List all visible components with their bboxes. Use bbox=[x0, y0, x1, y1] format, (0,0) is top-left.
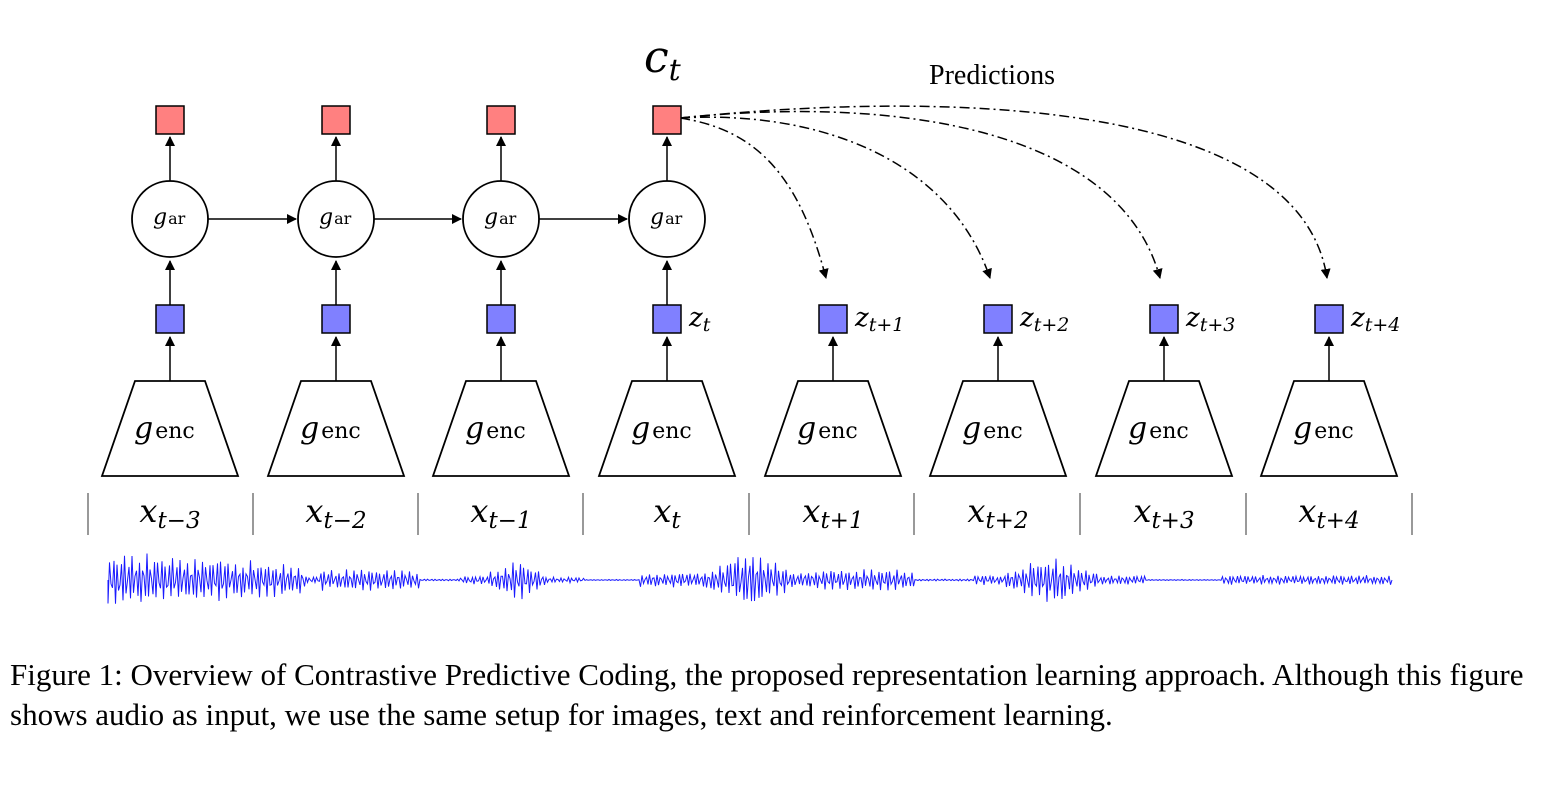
timestep-column: genc gar bbox=[100, 105, 297, 477]
context-label: ct bbox=[644, 32, 682, 88]
prediction-arc-t2 bbox=[679, 116, 992, 279]
input-row: xt−3 xt−2 xt−1 xt xt+1 xt+2 xt+3 xt+4 bbox=[87, 492, 1413, 535]
encoder-block bbox=[763, 380, 903, 477]
prediction-arc-t4 bbox=[679, 105, 1331, 279]
latent-square bbox=[1149, 304, 1179, 334]
latent-label: zt+2 bbox=[1019, 303, 1069, 336]
latent-square bbox=[1314, 304, 1344, 334]
input-label: xt+2 bbox=[967, 492, 1028, 534]
timestep-column: genc zt+3 bbox=[1094, 303, 1235, 477]
ar-label: gar bbox=[484, 205, 517, 230]
latent-label: zt+1 bbox=[854, 303, 904, 336]
input-label: xt+3 bbox=[1133, 492, 1194, 534]
prediction-arc-t1 bbox=[679, 117, 829, 279]
encoder-label: genc bbox=[631, 411, 692, 446]
context-square bbox=[321, 105, 351, 135]
timestep-column: genc gar bbox=[431, 105, 628, 477]
encoder-label: genc bbox=[1293, 411, 1354, 446]
cpc-diagram: ct Predictions gencgargencgargencgargenc… bbox=[87, 32, 1413, 604]
encoder-label: genc bbox=[962, 411, 1023, 446]
encoder-label: genc bbox=[134, 411, 195, 446]
encoder-label: genc bbox=[300, 411, 361, 446]
encoder-block bbox=[1094, 380, 1234, 477]
latent-square bbox=[652, 304, 682, 334]
encoder-block bbox=[431, 380, 571, 477]
timestep-column: genc gar bbox=[266, 105, 462, 477]
encoder-block bbox=[1259, 380, 1399, 477]
latent-label: zt bbox=[688, 303, 711, 336]
context-square bbox=[486, 105, 516, 135]
timestep-column: genc zt+1 bbox=[763, 303, 904, 477]
timestep-column: genc zt+4 bbox=[1259, 303, 1400, 477]
input-label: xt bbox=[653, 492, 681, 534]
input-label: xt−2 bbox=[305, 492, 366, 534]
context-square bbox=[155, 105, 185, 135]
input-label: xt+4 bbox=[1298, 492, 1359, 534]
prediction-arc-t3 bbox=[679, 110, 1163, 279]
timestep-column: genc gar zt bbox=[597, 105, 737, 477]
latent-square bbox=[983, 304, 1013, 334]
encoder-label: genc bbox=[465, 411, 526, 446]
latent-square bbox=[818, 304, 848, 334]
encoder-block bbox=[597, 380, 737, 477]
prediction-arcs bbox=[679, 105, 1331, 279]
audio-waveform bbox=[107, 553, 1393, 604]
input-label: xt+1 bbox=[802, 492, 863, 534]
encoder-block bbox=[266, 380, 406, 477]
encoder-block bbox=[100, 380, 240, 477]
figure-caption: Figure 1: Overview of Contrastive Predic… bbox=[10, 657, 1524, 732]
encoder-label: genc bbox=[797, 411, 858, 446]
input-label: xt−3 bbox=[139, 492, 200, 534]
ar-label: gar bbox=[650, 205, 683, 230]
input-label: xt−1 bbox=[470, 492, 531, 534]
latent-label: zt+4 bbox=[1350, 303, 1400, 336]
encoder-label: genc bbox=[1128, 411, 1189, 446]
latent-square bbox=[486, 304, 516, 334]
ar-label: gar bbox=[319, 205, 352, 230]
ar-label: gar bbox=[153, 205, 186, 230]
latent-square bbox=[321, 304, 351, 334]
latent-square bbox=[155, 304, 185, 334]
timestep-columns: gencgargencgargencgargencgarztgenczt+1ge… bbox=[100, 105, 1400, 477]
encoder-block bbox=[928, 380, 1068, 477]
predictions-label: Predictions bbox=[929, 60, 1055, 91]
timestep-column: genc zt+2 bbox=[928, 303, 1069, 477]
latent-label: zt+3 bbox=[1185, 303, 1235, 336]
context-square bbox=[652, 105, 682, 135]
